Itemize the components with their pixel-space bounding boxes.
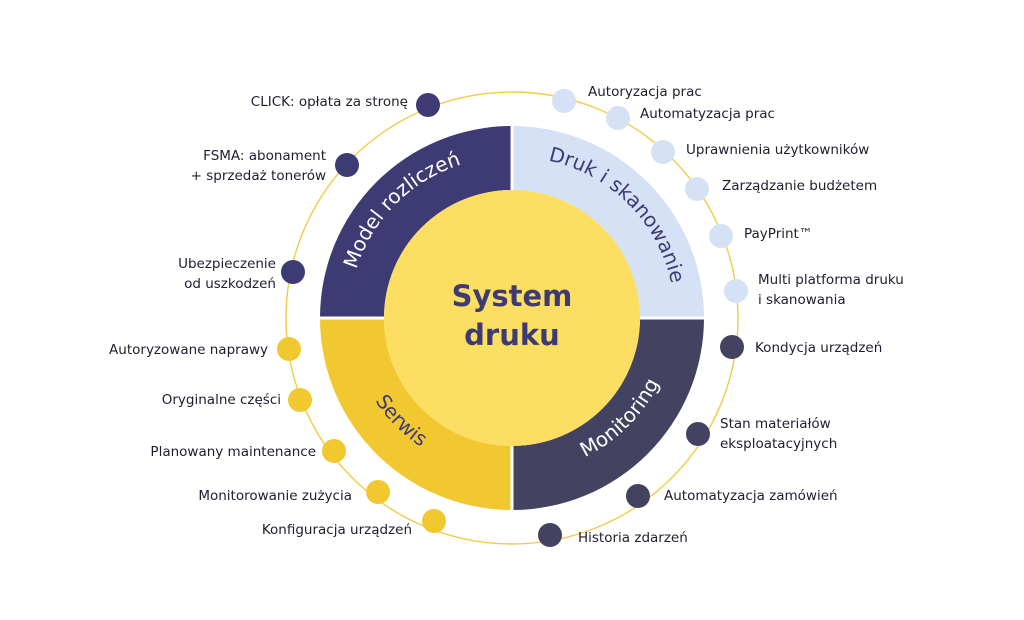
item-dot-print	[724, 279, 748, 303]
item-dot-print	[606, 106, 630, 130]
item-label-monitoring: Kondycja urządzeń	[755, 340, 883, 356]
item-label-print: Autoryzacja prac	[588, 84, 702, 100]
item-label-service: Oryginalne części	[161, 392, 281, 408]
item-label-print: PayPrint™	[744, 226, 813, 242]
item-label-service: Autoryzowane naprawy	[109, 342, 268, 358]
segment-monitoring	[512, 318, 704, 510]
center-circle	[384, 190, 640, 446]
item-dot-monitoring	[686, 422, 710, 446]
item-dot-monitoring	[720, 335, 744, 359]
item-dot-monitoring	[626, 484, 650, 508]
item-dot-service	[288, 388, 312, 412]
center-title-line1: System	[452, 279, 573, 313]
item-dot-print	[552, 89, 576, 113]
item-label-service: Monitorowanie zużycia	[198, 488, 352, 504]
item-label-billing: FSMA: abonament+ sprzedaż tonerów	[190, 148, 326, 184]
item-label-billing: CLICK: opłata za stronę	[250, 94, 408, 110]
item-dots	[277, 89, 748, 547]
segment-print	[512, 126, 704, 318]
item-dot-service	[366, 480, 390, 504]
item-dot-service	[322, 439, 346, 463]
item-dot-service	[422, 509, 446, 533]
item-dot-service	[277, 337, 301, 361]
segment-service	[320, 318, 512, 510]
outer-ring	[285, 91, 739, 545]
item-label-service: Planowany maintenance	[150, 444, 316, 460]
item-dot-print	[685, 177, 709, 201]
segment-billing	[320, 126, 512, 318]
item-label-service: Konfiguracja urządzeń	[261, 522, 412, 538]
center-title-line2: druku	[464, 318, 560, 352]
item-dot-print	[651, 140, 675, 164]
item-label-print: Automatyzacja prac	[640, 106, 775, 122]
item-label-monitoring: Historia zdarzeń	[578, 530, 688, 546]
item-label-print: Zarządzanie budżetem	[722, 178, 878, 194]
item-dot-billing	[281, 260, 305, 284]
item-dot-billing	[416, 93, 440, 117]
item-dot-print	[709, 224, 733, 248]
item-dot-monitoring	[538, 523, 562, 547]
item-dot-billing	[335, 153, 359, 177]
item-label-monitoring: Automatyzacja zamówień	[664, 488, 838, 504]
item-label-print: Uprawnienia użytkowników	[686, 142, 870, 158]
